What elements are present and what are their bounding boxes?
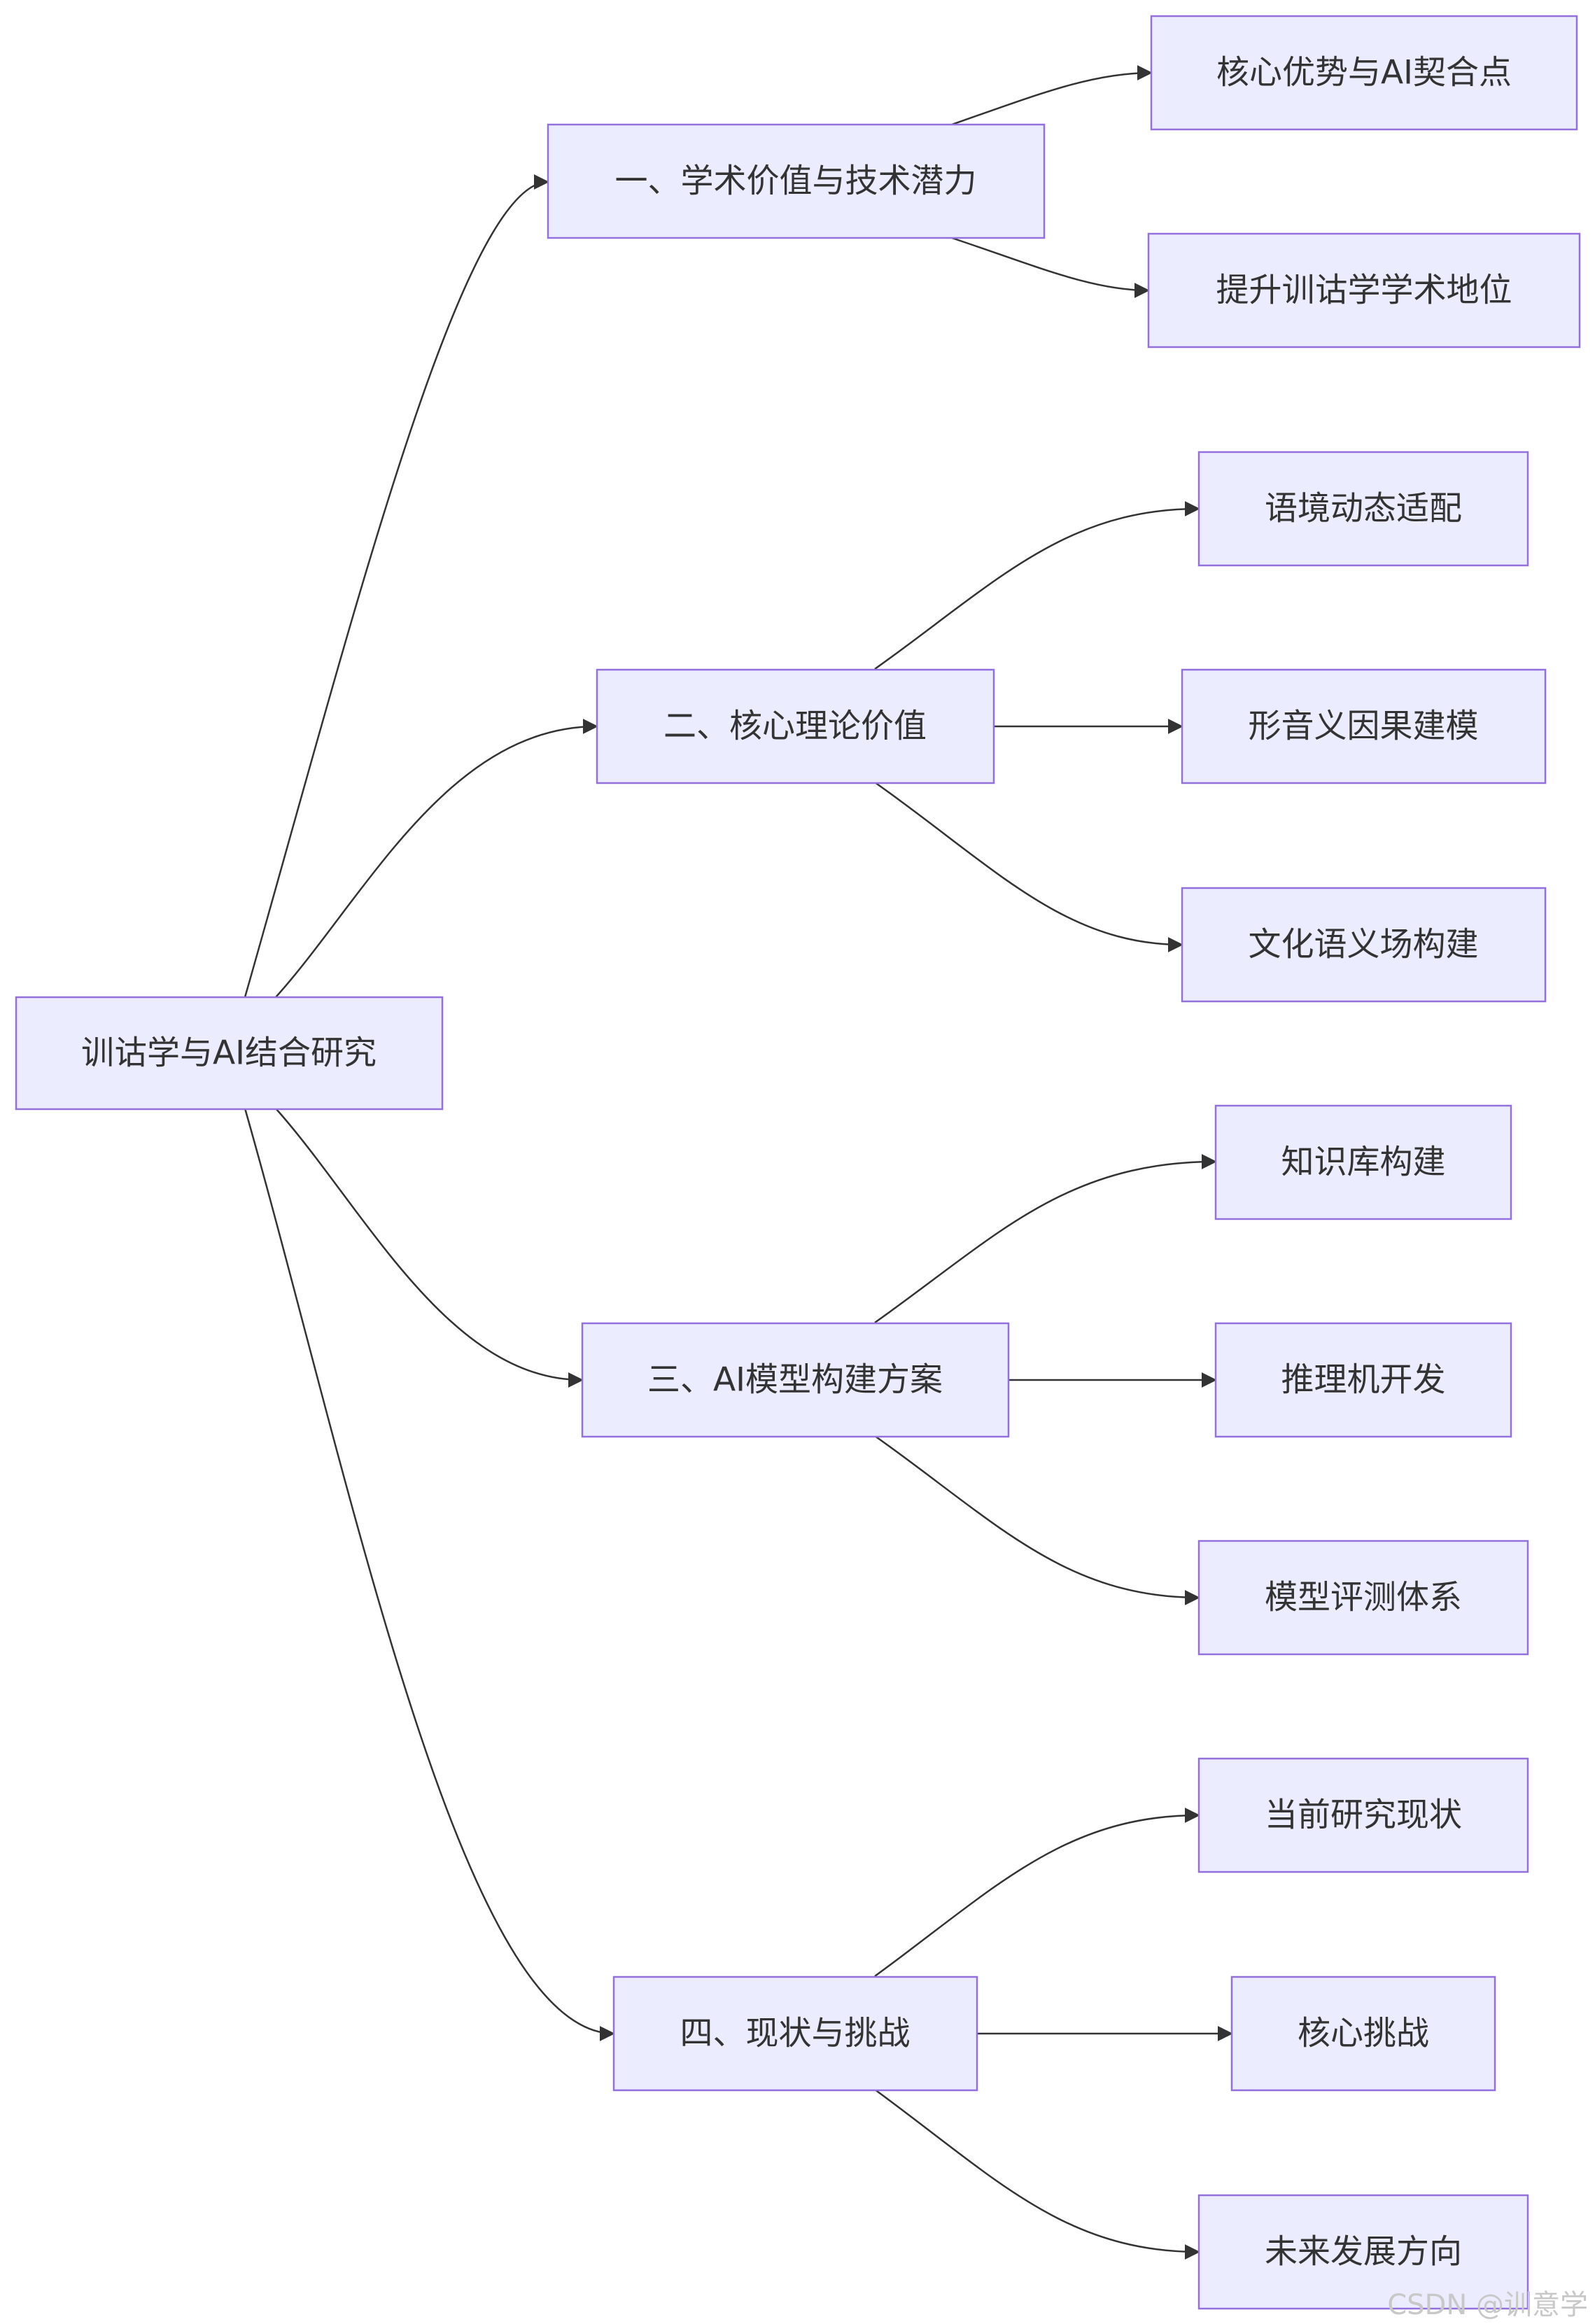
edges	[244, 65, 1233, 2260]
edge-s3-s3a	[874, 1154, 1217, 1324]
node-section-1-item-2-label: 提升训诂学学术地位	[1216, 272, 1512, 310]
node-section-4-item-3-label: 未来发展方向	[1265, 2233, 1462, 2272]
node-section-2-item-3-label: 文化语义场构建	[1249, 926, 1479, 964]
node-section-3-item-2[interactable]: 推理机开发	[1214, 1322, 1512, 1438]
edge-root-s3	[275, 1108, 584, 1388]
node-section-1-item-2[interactable]: 提升训诂学学术地位	[1147, 232, 1581, 348]
nodes: 训诂学与AI结合研究 一、学术价值与技术潜力 核心优势与AI契合点 提升训诂学学…	[15, 15, 1581, 2310]
edge-s4-s4c	[874, 2088, 1200, 2260]
node-section-2-item-2[interactable]: 形音义因果建模	[1181, 668, 1547, 784]
edge-s2-s2a	[874, 501, 1200, 670]
node-section-4-item-3[interactable]: 未来发展方向	[1197, 2194, 1529, 2310]
node-section-2[interactable]: 二、核心理论价值	[596, 668, 995, 784]
node-section-3[interactable]: 三、AI模型构建方案	[581, 1322, 1010, 1438]
node-section-4-item-1-label: 当前研究现状	[1265, 1796, 1462, 1835]
node-section-3-item-1[interactable]: 知识库构建	[1214, 1104, 1512, 1220]
node-section-3-item-3-label: 模型评测体系	[1265, 1579, 1462, 1617]
edge-root-s4	[244, 1108, 615, 2041]
edge-root-s1	[244, 174, 549, 998]
node-section-1-label: 一、学术价值与技术潜力	[615, 162, 977, 201]
node-section-2-item-2-label: 形音义因果建模	[1249, 707, 1479, 746]
node-section-4-item-2[interactable]: 核心挑战	[1230, 1976, 1496, 2092]
node-section-3-item-1-label: 知识库构建	[1281, 1143, 1446, 1182]
node-section-4-label: 四、现状与挑战	[680, 2015, 911, 2053]
node-section-1[interactable]: 一、学术价值与技术潜力	[547, 123, 1046, 239]
edge-root-s2	[275, 719, 598, 998]
node-section-4[interactable]: 四、现状与挑战	[612, 1976, 978, 2092]
edge-s4-s4a	[874, 1808, 1200, 1978]
node-section-2-label: 二、核心理论价值	[663, 707, 927, 746]
edge-s1-s1a	[951, 65, 1153, 126]
node-section-4-item-1[interactable]: 当前研究现状	[1197, 1757, 1529, 1873]
watermark: CSDN @训意学	[1387, 2289, 1588, 2321]
node-section-1-item-1-label: 核心优势与AI契合点	[1216, 54, 1512, 92]
node-root-label: 训诂学与AI结合研究	[81, 1034, 377, 1073]
node-section-2-item-1[interactable]: 语境动态适配	[1197, 451, 1529, 567]
node-section-3-item-2-label: 推理机开发	[1281, 1361, 1446, 1400]
node-section-3-label: 三、AI模型构建方案	[647, 1361, 943, 1400]
edge-s1-s1b	[951, 237, 1150, 298]
edge-s3-s3c	[874, 1435, 1200, 1605]
edge-s2-s2c	[874, 781, 1183, 952]
node-root[interactable]: 训诂学与AI结合研究	[15, 996, 444, 1111]
node-section-2-item-1-label: 语境动态适配	[1265, 490, 1462, 528]
node-section-2-item-3[interactable]: 文化语义场构建	[1181, 887, 1547, 1003]
node-section-1-item-1[interactable]: 核心优势与AI契合点	[1150, 15, 1578, 131]
node-section-4-item-2-label: 核心挑战	[1298, 2015, 1429, 2053]
node-section-3-item-3[interactable]: 模型评测体系	[1197, 1540, 1529, 1656]
